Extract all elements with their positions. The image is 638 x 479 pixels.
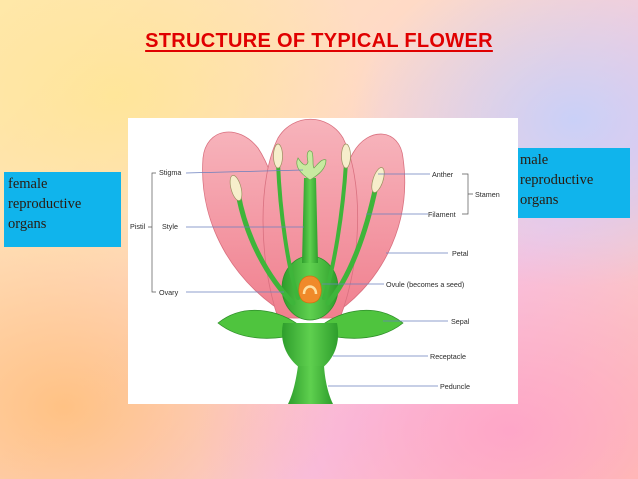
style xyxy=(302,178,318,263)
anther-inner-right xyxy=(341,143,351,169)
label-ovule: Ovule (becomes a seed) xyxy=(386,280,464,289)
peduncle xyxy=(288,366,333,404)
female-callout-line-1: female xyxy=(8,176,48,192)
pistil-bracket xyxy=(148,172,156,293)
receptacle xyxy=(281,323,339,368)
female-callout-line-3: organs xyxy=(8,216,47,232)
label-ovary: Ovary xyxy=(159,288,179,297)
label-petal: Petal xyxy=(452,249,469,258)
stamen-bracket xyxy=(462,173,473,215)
label-filament: Filament xyxy=(428,210,456,219)
label-peduncle: Peduncle xyxy=(440,382,470,391)
male-organs-callout: male reproductive organs xyxy=(516,148,630,218)
female-organs-callout: female reproductive organs xyxy=(4,172,121,247)
slide-title: STRUCTURE OF TYPICAL FLOWER xyxy=(145,30,493,52)
male-callout-line-3: organs xyxy=(520,192,559,208)
label-receptacle: Receptacle xyxy=(430,352,466,361)
anther-left xyxy=(229,175,243,201)
label-stamen: Stamen xyxy=(475,190,500,199)
stigma xyxy=(296,150,327,181)
filament-inner-right xyxy=(322,161,348,300)
male-callout-line-2: reproductive xyxy=(520,172,594,188)
male-callout-line-1: male xyxy=(520,152,549,168)
label-style: Style xyxy=(162,222,178,231)
label-sepal: Sepal xyxy=(451,317,470,326)
ovule-inner xyxy=(302,285,318,295)
label-stigma: Stigma xyxy=(159,168,181,177)
label-pistil: Pistil xyxy=(130,222,146,231)
label-anther: Anther xyxy=(432,170,454,179)
flower-diagram: Stigma Style Ovary Pistil Anther Filamen… xyxy=(128,118,518,404)
ovule xyxy=(298,275,322,304)
filament-inner-left xyxy=(276,161,300,300)
flower-illustration: Stigma Style Ovary Pistil Anther Filamen… xyxy=(130,118,500,404)
anther-inner-left xyxy=(273,143,283,169)
filament-right xyxy=(325,183,379,306)
female-callout-line-2: reproductive xyxy=(8,196,82,212)
filament-left xyxy=(235,190,296,306)
